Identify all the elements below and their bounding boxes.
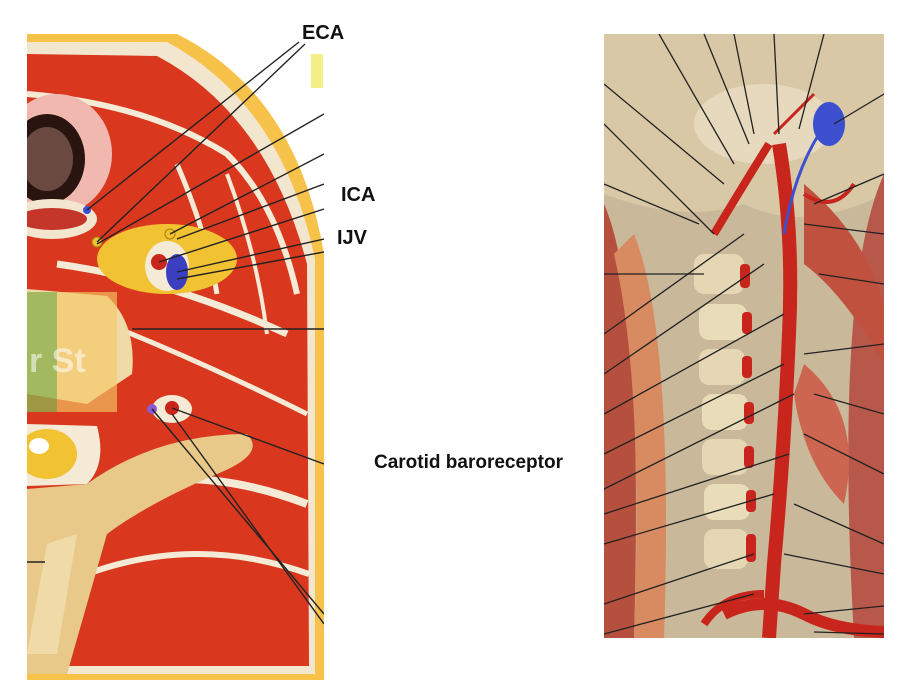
highlight-box	[311, 54, 323, 88]
vertebral-lamina	[27, 434, 253, 674]
label-ica: ICA	[341, 184, 376, 206]
thyroid-region	[794, 364, 849, 504]
esophagus	[27, 208, 87, 230]
neck-posterior-vessels-illustration	[604, 34, 884, 638]
label-carotid-baroreceptor: Carotid baroreceptor	[374, 452, 563, 473]
label-eca: ECA	[302, 22, 345, 44]
neck-cross-section-illustration: r St	[27, 34, 324, 680]
green-overlay	[27, 292, 57, 412]
watermark-text: r St	[29, 342, 86, 380]
sigmoid-sinus	[813, 102, 845, 146]
label-ijv: IJV	[337, 227, 368, 249]
common-carotid-artery	[762, 142, 798, 638]
leader-lines	[27, 41, 324, 625]
left-muscles	[604, 204, 636, 638]
cervical-spine	[694, 254, 750, 569]
leader-lines	[604, 34, 884, 635]
